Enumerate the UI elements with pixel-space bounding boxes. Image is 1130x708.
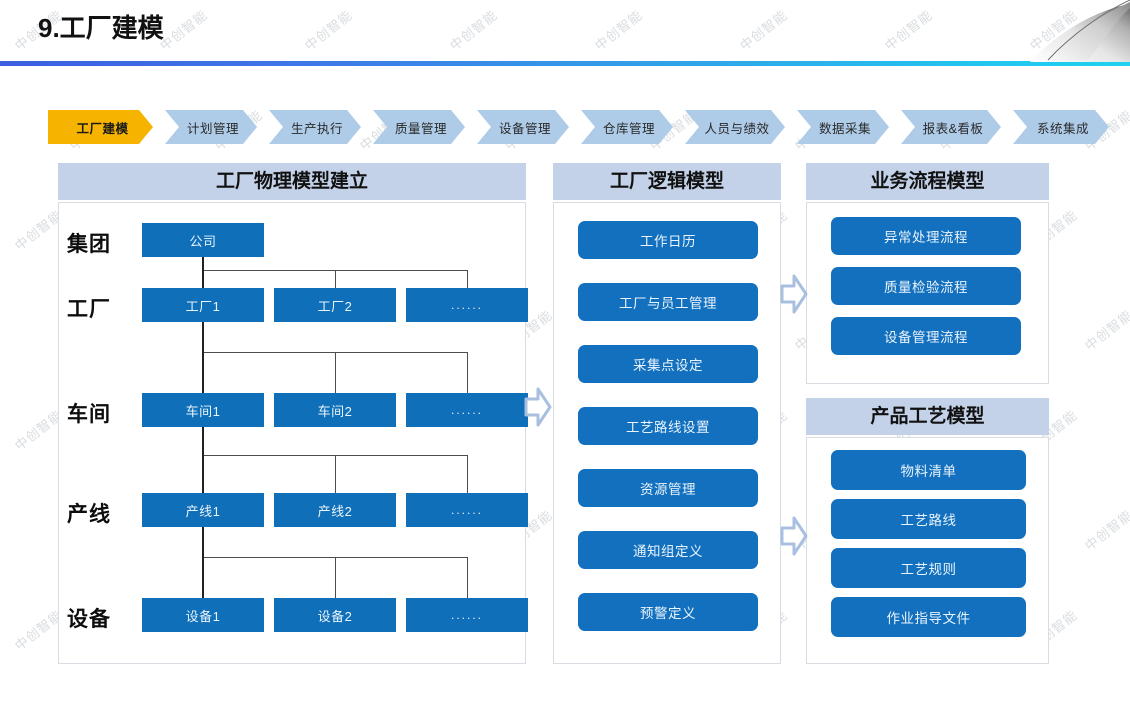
nav-item-label: 设备管理 [498, 121, 551, 136]
tree-node[interactable]: 设备1 [142, 598, 264, 632]
physical-model-panel: 集团 公司工厂 工厂1 工厂2...... 车间 车间1 车间2...... 产线 产线1 产线2… [58, 202, 528, 664]
tree-connector-vertical [335, 455, 336, 493]
logic-model-item-4[interactable]: 工艺路线设置 [578, 407, 758, 445]
tree-connector-vertical [202, 427, 204, 455]
nav-item-label: 仓库管理 [602, 121, 655, 136]
nav-item-1[interactable]: 工厂建模 [48, 110, 153, 144]
arrow-right-icon [524, 387, 552, 427]
business-process-item-3[interactable]: 设备管理流程 [831, 317, 1021, 355]
tree-row-label-5: 设备 [67, 608, 111, 631]
tree-row-label-4: 产线 [67, 503, 111, 526]
tree-node[interactable]: 公司 [142, 223, 264, 257]
nav-item-label: 质量管理 [394, 121, 447, 136]
logic-model-item-2[interactable]: 工厂与员工管理 [578, 283, 758, 321]
logic-panel-header: 工厂逻辑模型 [553, 163, 781, 200]
tree-connector-vertical [202, 270, 204, 288]
tree-connector-vertical [202, 322, 204, 352]
tree-connector-vertical [467, 455, 468, 493]
arrow-right-icon [780, 516, 808, 556]
business-process-item-1[interactable]: 异常处理流程 [831, 217, 1021, 255]
tree-node[interactable]: ...... [406, 288, 528, 322]
logic-model-item-5[interactable]: 资源管理 [578, 469, 758, 507]
tree-node[interactable]: 设备2 [274, 598, 396, 632]
tree-connector-vertical [202, 527, 204, 557]
tree-connector-vertical [202, 352, 204, 393]
product-process-item-1[interactable]: 物料清单 [831, 450, 1026, 490]
tree-connector-vertical [202, 557, 204, 598]
nav-item-4[interactable]: 质量管理 [373, 110, 465, 144]
nav-item-label: 计划管理 [186, 121, 239, 136]
logic-model-item-3[interactable]: 采集点设定 [578, 345, 758, 383]
nav-item-label: 数据采集 [818, 121, 871, 136]
physical-panel-header: 工厂物理模型建立 [58, 163, 526, 200]
nav-item-7[interactable]: 人员与绩效 [685, 110, 785, 144]
logic-model-item-6[interactable]: 通知组定义 [578, 531, 758, 569]
page-title: 9.工厂建模 [38, 13, 164, 43]
nav-item-6[interactable]: 仓库管理 [581, 110, 673, 144]
tree-node[interactable]: 车间2 [274, 393, 396, 427]
nav-item-label: 人员与绩效 [704, 121, 770, 136]
nav-item-8[interactable]: 数据采集 [797, 110, 889, 144]
logic-panel-title: 工厂逻辑模型 [609, 171, 724, 192]
tree-connector-vertical [202, 455, 204, 493]
nav-item-5[interactable]: 设备管理 [477, 110, 569, 144]
nav-item-label: 生产执行 [290, 121, 343, 136]
tree-connector-vertical [467, 270, 468, 288]
nav-item-label: 工厂建模 [76, 121, 129, 136]
product-process-item-3[interactable]: 工艺规则 [831, 548, 1026, 588]
arrow-right-icon [780, 274, 808, 314]
process-panel-title: 业务流程模型 [870, 171, 985, 192]
nav-item-3[interactable]: 生产执行 [269, 110, 361, 144]
watermark-text: 中创智能 [737, 7, 791, 55]
physical-panel-title: 工厂物理模型建立 [215, 171, 368, 192]
product-panel-title: 产品工艺模型 [870, 406, 985, 427]
tree-node[interactable]: 工厂2 [274, 288, 396, 322]
nav-item-label: 报表&看板 [922, 121, 984, 136]
title-divider [0, 61, 1130, 66]
product-process-item-4[interactable]: 作业指导文件 [831, 597, 1026, 637]
tree-connector-vertical [202, 257, 204, 270]
tree-connector-vertical [335, 557, 336, 598]
nav-item-label: 系统集成 [1036, 121, 1089, 136]
tree-node[interactable]: 工厂1 [142, 288, 264, 322]
tree-node[interactable]: 产线2 [274, 493, 396, 527]
product-panel-header: 产品工艺模型 [806, 398, 1049, 435]
module-nav-bar[interactable]: 工厂建模 计划管理 生产执行 质量管理 设备管理 仓库管理 人员与绩效 数据采集 报表&看板 系统… [48, 110, 1121, 144]
watermark-text: 中创智能 [1082, 507, 1130, 555]
business-process-item-2[interactable]: 质量检验流程 [831, 267, 1021, 305]
tree-node[interactable]: ...... [406, 598, 528, 632]
watermark-text: 中创智能 [882, 7, 936, 55]
process-panel-header: 业务流程模型 [806, 163, 1049, 200]
tree-row-label-1: 集团 [67, 233, 111, 256]
logic-model-panel: 工作日历工厂与员工管理采集点设定工艺路线设置资源管理通知组定义预警定义 [553, 202, 781, 664]
tree-row-label-3: 车间 [67, 403, 111, 426]
tree-connector-vertical [467, 557, 468, 598]
page-curl-decoration [1030, 0, 1130, 62]
logic-model-item-7[interactable]: 预警定义 [578, 593, 758, 631]
watermark-text: 中创智能 [447, 7, 501, 55]
watermark-text: 中创智能 [302, 7, 356, 55]
nav-item-10[interactable]: 系统集成 [1013, 110, 1109, 144]
product-process-panel: 物料清单工艺路线工艺规则作业指导文件 [806, 437, 1049, 664]
logic-model-item-1[interactable]: 工作日历 [578, 221, 758, 259]
nav-item-9[interactable]: 报表&看板 [901, 110, 1001, 144]
watermark-text: 中创智能 [1082, 307, 1130, 355]
tree-row-label-2: 工厂 [67, 298, 111, 321]
tree-connector-vertical [335, 270, 336, 288]
tree-node[interactable]: ...... [406, 393, 528, 427]
business-process-panel: 异常处理流程质量检验流程设备管理流程 [806, 202, 1049, 384]
nav-item-2[interactable]: 计划管理 [165, 110, 257, 144]
tree-node[interactable]: ...... [406, 493, 528, 527]
tree-node[interactable]: 产线1 [142, 493, 264, 527]
product-process-item-2[interactable]: 工艺路线 [831, 499, 1026, 539]
watermark-text: 中创智能 [592, 7, 646, 55]
tree-node[interactable]: 车间1 [142, 393, 264, 427]
tree-connector-vertical [335, 352, 336, 393]
tree-connector-vertical [467, 352, 468, 393]
